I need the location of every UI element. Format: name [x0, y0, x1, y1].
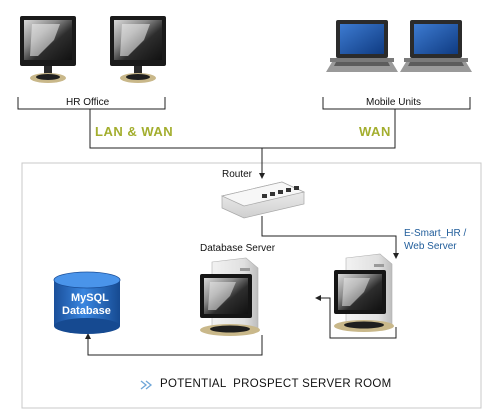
hr-office-label: HR Office [66, 97, 110, 108]
database-server-icon [199, 257, 261, 337]
hr-office-bracket [17, 97, 166, 110]
wan-label: WAN [359, 124, 391, 139]
database-label: Database [62, 305, 111, 317]
laptop-icon-2 [400, 20, 472, 72]
router-web-line [261, 216, 399, 259]
mobile-units-label: Mobile Units [366, 97, 422, 108]
mobile-units-bracket [322, 97, 471, 110]
router-label: Router [222, 169, 253, 180]
laptop-icon-1 [326, 20, 398, 72]
database-server-label: Database Server [200, 243, 276, 254]
mobile-link-line [262, 109, 396, 149]
hr-monitor-icon-1 [20, 16, 76, 83]
server-room-frame [21, 162, 482, 409]
web-server-label-line1: E-Smart_HR / [404, 228, 467, 239]
router-icon [220, 181, 306, 219]
footer-arrow-icon [140, 380, 153, 390]
web-server-label-line2: Web Server [404, 241, 457, 252]
server-room-title: POTENTIAL PROSPECT SERVER ROOM [160, 378, 392, 390]
web-server-icon [333, 253, 395, 333]
hr-monitor-icon-2 [110, 16, 166, 83]
mysql-label: MySQL [71, 292, 109, 304]
lan-wan-label: LAN & WAN [95, 124, 174, 139]
dbserver-mysql-line [85, 333, 263, 356]
database-cylinder-icon [53, 271, 121, 334]
web-db-server-line [315, 295, 397, 339]
hr-link-line [89, 109, 262, 149]
